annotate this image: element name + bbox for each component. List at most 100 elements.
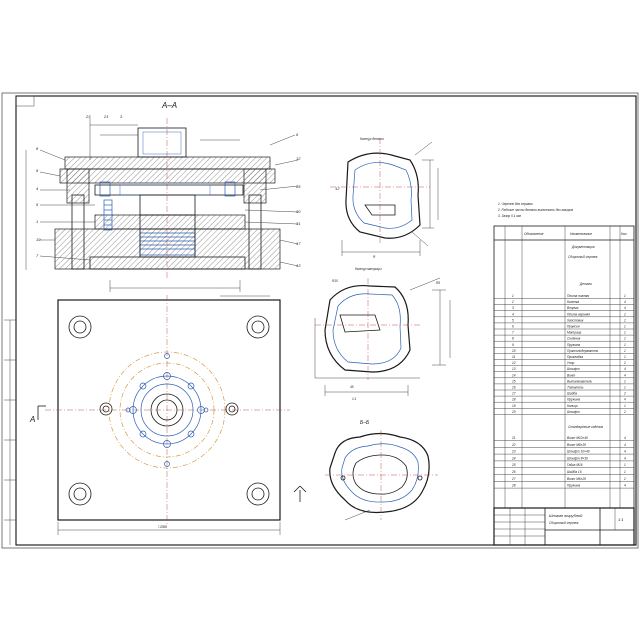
title-scale: 1:1 — [618, 517, 624, 522]
guide-bushing-right — [243, 168, 267, 204]
table-cell-pos: 19 — [512, 404, 516, 408]
punch — [139, 194, 196, 216]
svg-text:30: 30 — [296, 209, 301, 214]
fixing-screw — [103, 199, 113, 231]
table-cell-pos: 12 — [512, 361, 516, 365]
title-block: Штамп вырубной Сборочный чертеж 1:1 — [493, 507, 635, 546]
table-cell-name: Винт М8×30 — [567, 443, 586, 447]
table-cell-qty: 1 — [624, 404, 626, 408]
table-cell-qty: 4 — [624, 436, 626, 440]
table-cell-name: Винт М10×40 — [567, 436, 588, 440]
table-cell-qty: 4 — [624, 443, 626, 447]
table-cell-name: Пуансон — [567, 325, 580, 329]
table-cell-qty: 4 — [624, 484, 626, 488]
table-cell-pos: 25 — [511, 463, 516, 467]
svg-text:8: 8 — [36, 146, 39, 151]
section-docs: Документация — [571, 245, 595, 249]
table-cell-qty: 4 — [624, 450, 626, 454]
detail-die-caption: Контур матрицы — [355, 267, 382, 271]
punch-dims — [341, 141, 439, 256]
table-cell-qty: 1 — [624, 379, 626, 383]
table-header-name: Наименование — [570, 232, 592, 236]
plan-view: □360 А — [29, 295, 307, 535]
svg-text:6: 6 — [296, 132, 299, 137]
table-cell-pos: 22 — [511, 443, 516, 447]
svg-text:7: 7 — [36, 253, 39, 258]
section-arrow-left — [37, 405, 46, 420]
section-a-a-title: А–А — [161, 101, 177, 110]
svg-text:3: 3 — [120, 114, 123, 119]
table-cell-name: Плита нижняя — [567, 294, 589, 298]
svg-text:R: R — [373, 255, 376, 259]
section-parts: Детали — [579, 282, 592, 286]
svg-text:21: 21 — [103, 114, 108, 119]
table-cell-pos: 2 — [511, 300, 514, 304]
position-numbers: 8 9 4 5 1 19 7 6 12 25 30 31 17 13 23 21… — [36, 114, 301, 268]
table-cell-name: Колонка — [567, 300, 579, 304]
table-cell-qty: 1 — [624, 463, 626, 467]
svg-text:19: 19 — [36, 237, 41, 242]
table-cell-qty: 2 — [623, 392, 626, 396]
sheet-inner-frame — [15, 95, 637, 546]
table-cell-qty: 4 — [624, 373, 626, 377]
table-cell-qty: 2 — [623, 477, 626, 481]
sheet-outer-border — [1, 92, 639, 549]
svg-text:13: 13 — [296, 263, 301, 268]
table-cell-name: Штифт — [567, 410, 580, 414]
table-cell-qty: 1 — [624, 337, 626, 341]
table-cell-name: Кольцо — [567, 404, 578, 408]
detail-die-view: Контур матрицы R10 R5 45 1:1 — [314, 267, 451, 401]
table-cell-name: Выталкиватель — [567, 379, 592, 383]
parts-list-table: Обозначение Наименование Кол. Документац… — [493, 225, 635, 509]
die-dims — [314, 277, 451, 396]
table-cell-qty: 1 — [624, 318, 626, 322]
note-2: 2. Рабочие части детали выполнить без за… — [497, 208, 573, 212]
table-cell-name: Штифт 8×30 — [567, 456, 588, 460]
table-cell-pos: 6 — [512, 325, 514, 329]
table-cell-qty: 4 — [624, 456, 626, 460]
table-cell-pos: 28 — [511, 484, 516, 488]
table-cell-name: Матрица — [567, 331, 581, 335]
table-cell-pos: 26 — [511, 470, 516, 474]
detail-punch-view: Контур детали 12 R — [330, 137, 439, 259]
svg-text:45: 45 — [350, 385, 354, 389]
svg-text:R10: R10 — [332, 279, 338, 283]
technical-notes: 1. Чертеж для справок 2. Рабочие части д… — [497, 202, 573, 218]
die-note: 1:1 — [352, 397, 357, 401]
svg-text:R5: R5 — [436, 281, 440, 285]
stripper-plate — [94, 184, 244, 196]
upper-plate — [64, 156, 271, 170]
table-cell-qty: 4 — [624, 367, 626, 371]
punch-contour — [345, 152, 421, 239]
table-cell-name: Втулка — [567, 306, 579, 310]
table-cell-qty: 4 — [624, 398, 626, 402]
table-header-qty: Кол. — [621, 232, 627, 236]
table-cell-name: Шайба — [567, 392, 577, 396]
table-cell-pos: 23 — [511, 450, 516, 454]
table-cell-qty: 1 — [624, 386, 626, 390]
svg-text:17: 17 — [296, 241, 301, 246]
punch-holder — [59, 168, 276, 184]
guide-pillar-left — [71, 194, 85, 270]
table-cell-name: Гайка М16 — [567, 463, 583, 467]
table-cell-pos: 18 — [512, 398, 516, 402]
title-name-line1: Штамп вырубной — [549, 513, 583, 518]
table-cell-name: Пружина — [567, 398, 580, 402]
table-cell-pos: 14 — [512, 373, 516, 377]
section-arrow-right — [293, 485, 307, 502]
lower-plate — [54, 228, 281, 270]
plan-width-dimension — [57, 522, 281, 535]
table-cell-name: Шайба 16 — [567, 470, 582, 474]
upper-springs — [99, 181, 236, 197]
svg-text:12: 12 — [335, 186, 340, 191]
table-cell-pos: 13 — [512, 367, 516, 371]
table-cell-qty: 2 — [623, 361, 626, 365]
table-cell-pos: 17 — [512, 392, 516, 396]
table-cell-qty: 1 — [624, 325, 626, 329]
svg-text:25: 25 — [295, 184, 301, 189]
section-b-b-outer — [329, 432, 430, 514]
table-cell-qty: 1 — [624, 470, 626, 474]
